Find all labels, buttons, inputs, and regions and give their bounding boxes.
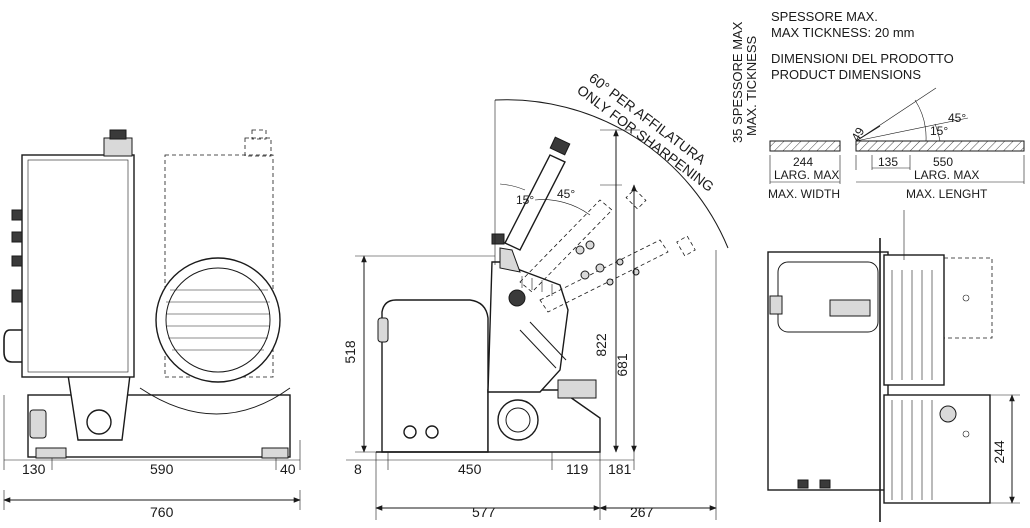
side-dim-height: 518 [342,340,358,364]
pd-length-plate [855,140,1025,152]
pd-vertical-line2: MAX. TICKNESS [744,35,759,136]
front-carriage-box [21,154,135,378]
pd-title-line2: PRODUCT DIMENSIONS [771,67,921,82]
pd-vertical-line1: 35 SPESSORE MAX [730,21,745,143]
top-dim-right: 244 [991,440,1007,464]
front-carriage-ghost [164,154,274,378]
pd-width-label-en: MAX. WIDTH [768,187,840,201]
front-handle-top [103,137,133,157]
top-body [767,251,889,491]
side-view: 15° 45° 60° PER AFFILATURA ONLY FOR SHAR… [342,70,729,520]
front-blade [155,257,281,383]
front-dim-right: 40 [280,461,296,477]
front-dim-middle: 590 [150,461,174,477]
pd-thickness-line1: SPESSORE MAX. [771,9,878,24]
pd-small-b: 135 [878,155,898,169]
pd-length-label-it: LARG. MAX [914,168,979,182]
pd-ang45: 45° [948,111,966,125]
pd-width-plate [769,140,841,152]
side-dim-base-right: 119 [566,461,589,477]
front-side-knob [29,409,47,439]
front-foot-right [261,447,289,459]
pd-ang15: 15° [930,124,948,138]
product-dimensions: 35 SPESSORE MAX MAX. TICKNESS SPESSORE M… [730,9,1025,201]
side-base [376,389,601,453]
top-view: 244 [767,210,1020,522]
top-carriage [883,254,945,386]
side-angle-15: 15° [516,193,534,207]
top-base-plate [883,394,991,504]
pd-length-label-en: MAX. LENGHT [906,187,988,201]
front-dim-left: 130 [22,461,46,477]
pd-thickness-line2: MAX TICKNESS: 20 mm [771,25,915,40]
pd-length-value: 550 [933,155,953,169]
side-dim-822: 822 [593,333,609,357]
pd-title-line1: DIMENSIONI DEL PRODOTTO [771,51,954,66]
pd-width-value: 244 [793,155,813,169]
side-motor-cover [497,399,539,441]
side-body [381,299,489,453]
side-dim-681: 681 [614,353,630,377]
side-arc-60 [494,99,729,249]
front-base [27,394,291,458]
front-knob [86,409,112,435]
front-dim-total: 760 [150,504,174,520]
side-dim-extra: 267 [630,504,654,520]
side-head [487,261,569,393]
side-dim-base-left: 8 [354,461,362,477]
side-dim-total: 577 [472,504,496,520]
side-carriage-tilted [504,154,566,251]
side-sharpening-it: 60° PER AFFILATURA [586,70,709,168]
pd-small-a: 49 [848,125,867,144]
side-dim-over: 181 [608,461,632,477]
front-view: 130 590 40 760 [3,129,301,520]
side-dim-base-main: 450 [458,461,482,477]
front-foot-left [35,447,67,459]
side-sharpening-en: ONLY FOR SHARPENING [574,82,717,195]
side-angle-45: 45° [557,187,575,201]
pd-width-label-it: LARG. MAX [774,168,839,182]
